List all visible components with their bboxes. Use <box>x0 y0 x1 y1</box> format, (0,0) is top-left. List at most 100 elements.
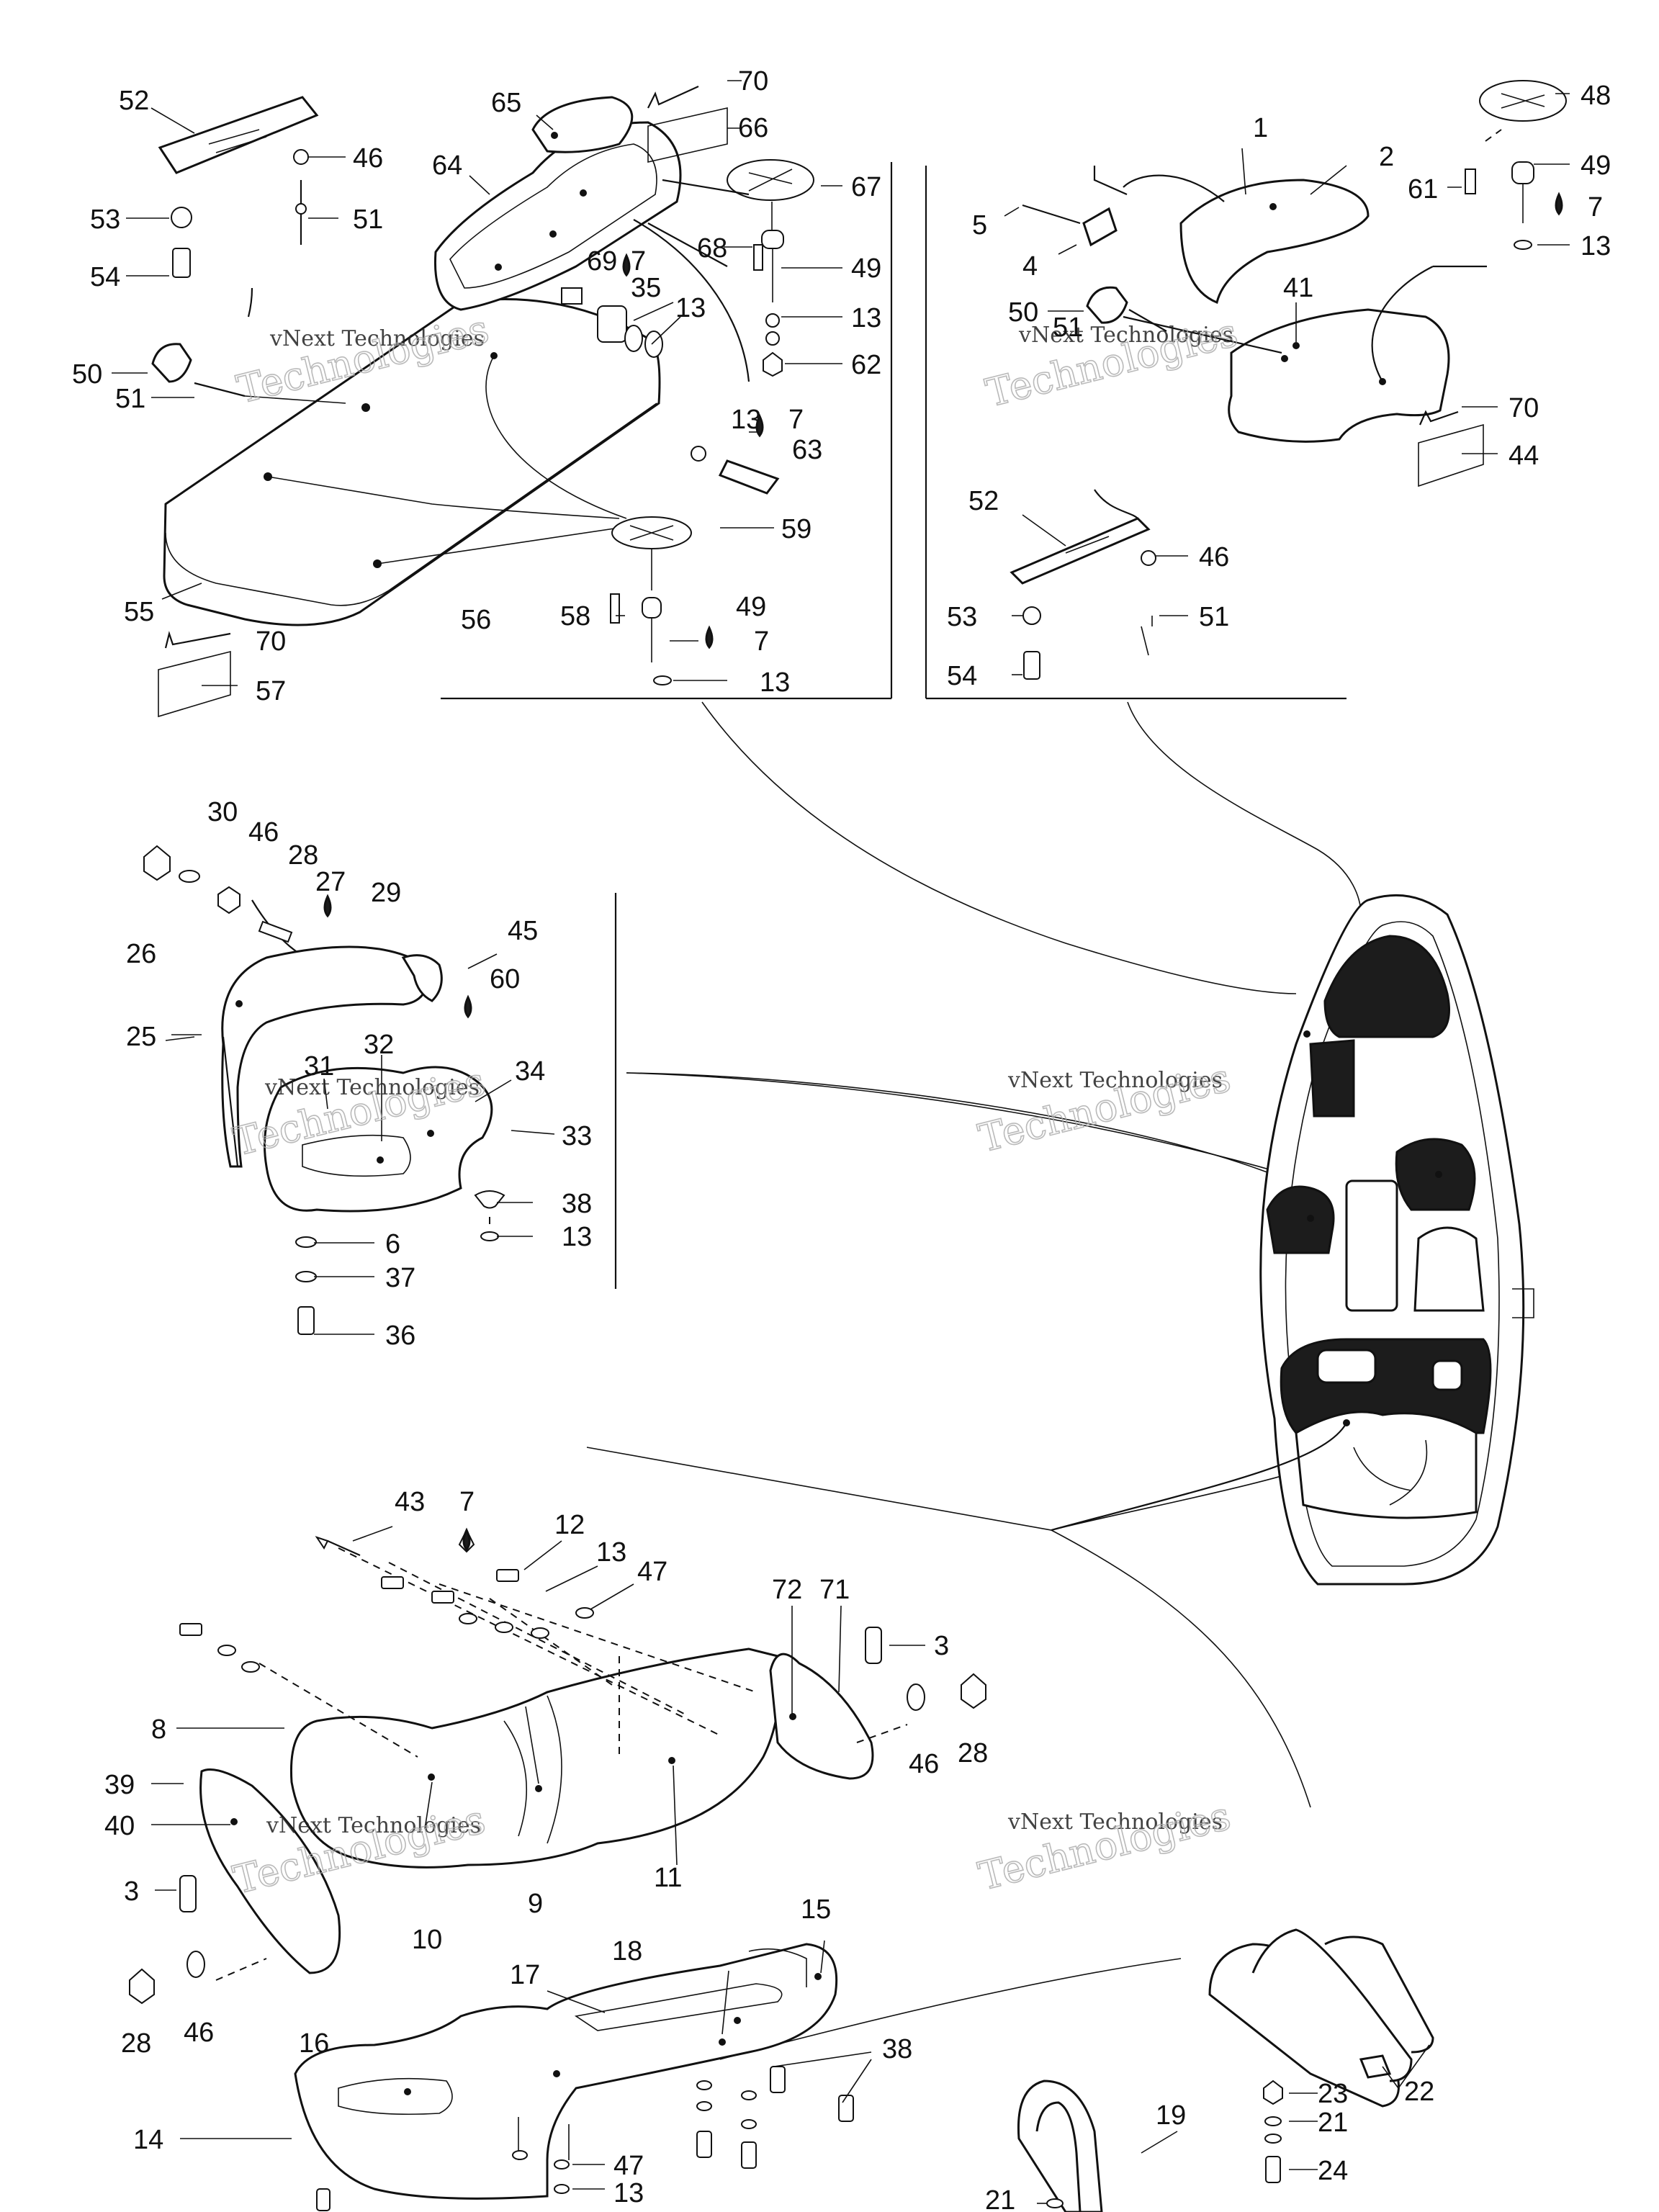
callout: 54 <box>947 661 977 691</box>
callout: 46 <box>909 1749 939 1779</box>
callout: 70 <box>256 626 286 657</box>
callout: 13 <box>1581 231 1611 261</box>
callout: 53 <box>90 204 120 235</box>
decal-top-left <box>158 85 728 718</box>
callout: 55 <box>124 597 154 627</box>
callout: 7 <box>459 1487 475 1517</box>
callout: 54 <box>90 262 120 292</box>
callout: 69 <box>587 246 617 276</box>
callout: 71 <box>819 1575 850 1605</box>
callout: 46 <box>248 817 279 848</box>
callout: 13 <box>851 303 881 333</box>
bucket-seat <box>221 945 493 1213</box>
callout: 12 <box>554 1510 585 1540</box>
callout: 57 <box>256 676 286 706</box>
callout: 27 <box>315 867 346 897</box>
callout: 49 <box>851 253 881 284</box>
drop-icon <box>464 994 472 1019</box>
callout: 14 <box>133 2125 163 2155</box>
watermark-line: vNext Technologies <box>1007 1809 1223 1835</box>
callout: 43 <box>395 1487 425 1517</box>
callout: 31 <box>304 1051 334 1082</box>
callout: 46 <box>353 143 383 174</box>
callout: 70 <box>738 66 768 96</box>
long-seat <box>199 1547 908 1981</box>
callout: 58 <box>560 601 590 631</box>
watermark-line: vNext Technologies <box>1018 323 1233 348</box>
callout: 23 <box>1318 2079 1348 2109</box>
callout: 13 <box>760 667 790 698</box>
callout: 51 <box>353 204 383 235</box>
callout: 3 <box>934 1631 949 1661</box>
backrest <box>433 96 682 311</box>
callout: 45 <box>508 916 538 946</box>
callout: 4 <box>1022 251 1038 282</box>
callout: 34 <box>515 1056 545 1087</box>
callout: 30 <box>207 797 238 827</box>
callout: 7 <box>788 405 804 435</box>
callout: 48 <box>1581 81 1611 111</box>
callout: 21 <box>1318 2108 1348 2138</box>
callout: 61 <box>1408 174 1438 204</box>
callout: 7 <box>1588 192 1603 222</box>
callout: 19 <box>1156 2100 1186 2131</box>
callout: 24 <box>1318 2156 1348 2186</box>
callout: 59 <box>781 514 811 544</box>
callout: 52 <box>968 486 999 516</box>
watermark-line: vNext Technologies <box>264 1075 480 1100</box>
callout: 51 <box>1053 313 1083 343</box>
callout: 22 <box>1404 2077 1434 2107</box>
callout: 64 <box>432 150 462 181</box>
watermark-line: vNext Technologies <box>266 1813 481 1838</box>
callout: 13 <box>613 2178 644 2208</box>
callout: 3 <box>124 1876 139 1907</box>
callout: 2 <box>1379 142 1394 172</box>
callout: 1 <box>1253 113 1268 143</box>
callout: 26 <box>126 939 156 969</box>
callout: 49 <box>1581 150 1611 181</box>
callout: 56 <box>461 605 491 635</box>
drop-icon <box>1555 192 1563 216</box>
drop-icon <box>705 625 714 649</box>
long-seat-hardware <box>129 1528 986 2005</box>
callout: 13 <box>562 1222 592 1252</box>
callout: 37 <box>385 1263 415 1293</box>
callout: 28 <box>288 840 318 871</box>
callout: 65 <box>491 88 521 118</box>
callout: 29 <box>371 878 401 908</box>
callout: 51 <box>115 384 145 414</box>
callout: 21 <box>985 2185 1015 2212</box>
callout: 50 <box>1008 297 1038 328</box>
callout: 67 <box>851 172 881 202</box>
straps <box>1017 1928 1434 2212</box>
drop-icon <box>462 1527 471 1552</box>
callout: 40 <box>104 1811 135 1841</box>
callout: 46 <box>184 2018 214 2048</box>
callout: 8 <box>151 1714 166 1745</box>
callout: 70 <box>1509 393 1539 423</box>
callout: 13 <box>675 293 706 323</box>
callout: 60 <box>490 964 520 994</box>
boat-hull <box>1051 894 1534 1586</box>
callout: 38 <box>562 1189 592 1219</box>
callout: 39 <box>104 1770 135 1800</box>
callout: 41 <box>1283 273 1313 303</box>
drop-icon <box>323 894 332 918</box>
callout: 32 <box>364 1030 394 1060</box>
callout: 44 <box>1509 441 1539 471</box>
callout: 68 <box>697 233 727 264</box>
leader-lines <box>112 80 1570 2204</box>
callout: 15 <box>801 1894 831 1925</box>
callout: 33 <box>562 1121 592 1151</box>
callout: 25 <box>126 1022 156 1052</box>
callout: 49 <box>736 592 766 622</box>
callout: 63 <box>792 435 822 465</box>
drop-icon <box>622 253 631 277</box>
callout: 52 <box>119 86 149 116</box>
sealant-icons <box>323 192 1563 1552</box>
callout: 46 <box>1199 542 1229 572</box>
callouts: 52 65 70 66 46 64 67 53 51 69 7 68 49 54… <box>72 66 1611 2212</box>
callout: 28 <box>958 1738 988 1768</box>
callout: 51 <box>1199 602 1229 632</box>
